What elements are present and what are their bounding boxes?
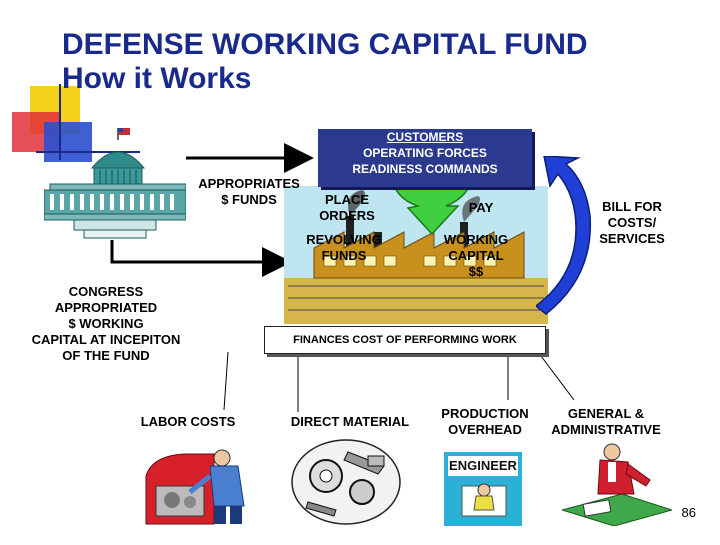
labor-costs-label: LABOR COSTS xyxy=(140,414,236,429)
congress-line-2: APPROPRIATED xyxy=(54,300,158,315)
page-number: 86 xyxy=(681,505,696,520)
mechanic-image xyxy=(144,436,260,526)
customers-line-3: READINESS COMMANDS xyxy=(352,162,498,176)
place-orders-line-2: ORDERS xyxy=(319,208,375,223)
place-orders-label: PLACE ORDERS xyxy=(310,192,384,224)
congress-line-5: OF THE FUND xyxy=(62,348,150,363)
general-line-1: GENERAL & xyxy=(567,406,645,421)
working-line-2: CAPITAL xyxy=(448,248,504,263)
place-orders-line-1: PLACE xyxy=(324,192,370,207)
working-capital-label: WORKING CAPITAL $$ xyxy=(434,232,518,280)
bill-line-1: BILL FOR xyxy=(602,199,662,214)
bill-line-3: SERVICES xyxy=(599,231,665,246)
engineer-image xyxy=(444,452,522,526)
working-line-3: $$ xyxy=(468,264,484,279)
general-line-2: ADMINISTRATIVE xyxy=(551,422,661,437)
appropriates-line-2: $ FUNDS xyxy=(221,192,277,207)
revolving-line-1: REVOLVING xyxy=(306,232,382,247)
revolving-line-2: FUNDS xyxy=(321,248,367,263)
administrator-image xyxy=(560,440,674,527)
production-overhead-label: PRODUCTION OVERHEAD xyxy=(428,406,542,438)
corner-decoration xyxy=(0,0,320,170)
customers-heading: CUSTOMERS xyxy=(386,130,464,144)
congress-label: CONGRESS APPROPRIATED $ WORKING CAPITAL … xyxy=(16,284,196,364)
general-admin-label: GENERAL & ADMINISTRATIVE xyxy=(540,406,672,438)
revolving-funds-label: REVOLVING FUNDS xyxy=(296,232,392,264)
working-line-1: WORKING xyxy=(443,232,509,247)
title-line-1: DEFENSE WORKING CAPITAL FUND xyxy=(62,28,588,61)
production-line-1: PRODUCTION xyxy=(441,406,529,421)
bill-for-costs-label: BILL FOR COSTS/ SERVICES xyxy=(588,199,676,247)
title-line-2: How it Works xyxy=(62,62,252,95)
appropriates-label: APPROPRIATES $ FUNDS xyxy=(192,176,306,208)
finances-cost-box: FINANCES COST OF PERFORMING WORK xyxy=(264,326,546,354)
bill-arrow xyxy=(534,155,596,316)
production-line-2: OVERHEAD xyxy=(448,422,522,437)
materials-image xyxy=(288,436,404,526)
bill-line-2: COSTS/ xyxy=(607,215,657,230)
slide-title: DEFENSE WORKING CAPITAL FUND How it Work… xyxy=(62,28,588,96)
customers-line-2: OPERATING FORCES xyxy=(363,146,487,160)
pay-label: PAY xyxy=(468,200,494,215)
congress-line-1: CONGRESS xyxy=(68,284,144,299)
appropriates-line-1: APPROPRIATES xyxy=(198,176,300,191)
engineer-sign-text: ENGINEER xyxy=(449,458,517,473)
congress-line-4: CAPITAL AT INCEPITON xyxy=(31,332,181,347)
capitol-building-image xyxy=(43,128,187,240)
direct-material-label: DIRECT MATERIAL xyxy=(290,414,410,429)
congress-line-3: $ WORKING xyxy=(68,316,144,331)
customers-box: CUSTOMERS OPERATING FORCES READINESS COM… xyxy=(318,129,532,187)
